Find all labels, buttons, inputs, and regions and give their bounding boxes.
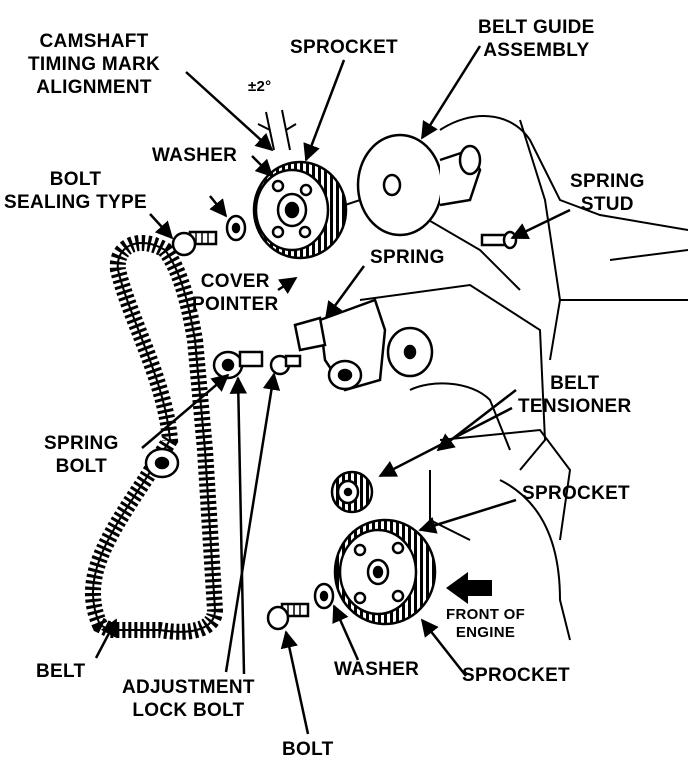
- tensioner-bracket: [293, 298, 387, 392]
- sprocket-middle: [330, 470, 374, 514]
- crankshaft-sprocket: [333, 518, 437, 626]
- label-front-of-engine: FRONT OF ENGINE: [446, 606, 526, 641]
- label-bolt-bottom: BOLT: [282, 739, 334, 760]
- label-sprocket-mid: SPROCKET: [522, 483, 630, 504]
- label-spring-stud: SPRING STUD: [570, 171, 645, 215]
- label-washer-bottom: WASHER: [334, 659, 420, 680]
- label-sprocket-bottom: SPROCKET: [462, 665, 570, 686]
- label-washer-top: WASHER: [152, 145, 238, 166]
- label-spring: SPRING: [370, 247, 445, 268]
- water-pump-pulley: [386, 326, 434, 378]
- label-adjustment-lock-bolt: ADJUSTMENT LOCK BOLT: [122, 677, 255, 721]
- camshaft-sprocket: [252, 160, 348, 260]
- label-belt: BELT: [36, 661, 86, 682]
- belt-idler: [144, 447, 180, 479]
- label-camshaft-timing-mark: CAMSHAFT TIMING MARK ALIGNMENT: [28, 31, 161, 98]
- leader-arrows: [94, 45, 571, 735]
- belt-guide: [356, 133, 482, 237]
- label-belt-tensioner: BELT TENSIONER: [518, 373, 632, 417]
- washer-top: [225, 214, 247, 242]
- label-bolt-sealing-type: BOLT SEALING TYPE: [4, 169, 147, 213]
- timing-belt: [84, 234, 224, 640]
- washer-bottom: [313, 582, 335, 610]
- spring-stud: [480, 230, 518, 250]
- bolt-sealing: [171, 230, 218, 257]
- bolt-bottom: [266, 602, 310, 631]
- label-cover-pointer: COVER POINTER: [192, 271, 279, 315]
- label-spring-bolt: SPRING BOLT: [44, 433, 119, 477]
- label-belt-guide-assembly: BELT GUIDE ASSEMBLY: [478, 17, 595, 61]
- adjustment-lock-bolt: [269, 354, 302, 376]
- label-tolerance: ±2°: [248, 78, 272, 95]
- label-sprocket-top: SPROCKET: [290, 37, 398, 58]
- front-of-engine-arrow: [446, 572, 492, 604]
- spring-bolt: [212, 350, 264, 380]
